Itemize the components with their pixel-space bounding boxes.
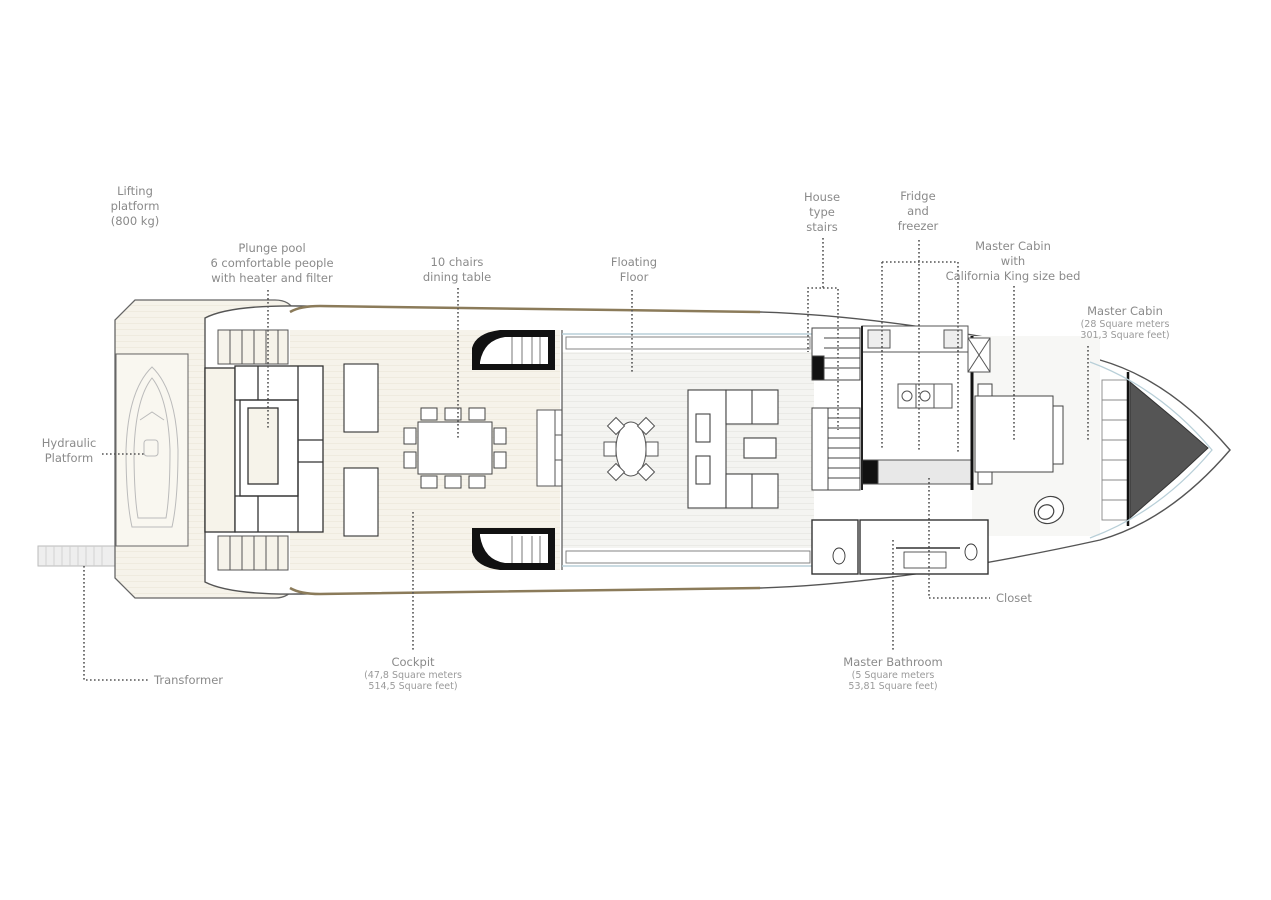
label-sub: 514,5 Square feet)	[368, 681, 458, 692]
label-sub: (5 Square meters	[851, 670, 935, 681]
aft-stairs-port	[472, 330, 555, 370]
armchair	[1033, 495, 1065, 525]
label-sub: 53,81 Square feet)	[848, 681, 938, 692]
label-line: Transformer	[154, 673, 224, 687]
california-king-bed	[974, 383, 1064, 485]
label-line: freezer	[897, 219, 939, 233]
label-line: with	[1000, 254, 1026, 268]
dining-table	[403, 407, 507, 489]
label-line: Closet	[996, 591, 1032, 605]
label-floating-floor: Floating Floor	[611, 255, 657, 285]
label-line: (800 kg)	[110, 214, 160, 228]
label-lifting-platform: Lifting platform (800 kg)	[111, 184, 160, 229]
leader-lines	[83, 238, 1089, 681]
label-sub: (47,8 Square meters	[364, 670, 462, 681]
label-master-bathroom: Master Bathroom (5 Square meters 53,81 S…	[843, 655, 942, 692]
label-line: Plunge pool	[238, 241, 306, 255]
galley	[861, 325, 973, 485]
hydraulic-platform	[115, 353, 189, 547]
label-sub: 301,3 Square feet)	[1080, 330, 1170, 341]
label-closet: Closet	[996, 591, 1032, 606]
label-master-cabin-bed: Master Cabin with California King size b…	[946, 239, 1081, 284]
label-dining-table: 10 chairs dining table	[423, 255, 491, 285]
label-line: Lifting	[117, 184, 153, 198]
forepeak	[1129, 380, 1209, 520]
label-line: with heater and filter	[211, 271, 333, 285]
label-cockpit: Cockpit (47,8 Square meters 514,5 Square…	[364, 655, 462, 692]
label-title: Master Bathroom	[843, 655, 943, 669]
label-fridge-freezer: Fridge and freezer	[898, 189, 939, 234]
transformer-gangway	[37, 545, 117, 567]
label-line: 6 comfortable people	[210, 256, 334, 270]
label-plunge-pool: Plunge pool 6 comfortable people with he…	[210, 241, 333, 286]
label-line: 10 chairs	[430, 255, 484, 269]
label-line: Platform	[44, 451, 94, 465]
label-line: Master Cabin	[975, 239, 1051, 253]
label-line: Floor	[619, 270, 649, 284]
label-line: dining table	[422, 270, 492, 284]
label-line: type	[809, 205, 835, 219]
wardrobe	[967, 337, 991, 373]
label-line: stairs	[806, 220, 838, 234]
label-line: and	[907, 204, 929, 218]
aft-stairs-starboard	[472, 528, 555, 570]
tender-boat	[125, 366, 179, 528]
salon-oval-table	[603, 416, 659, 482]
label-title: Master Cabin	[1087, 304, 1163, 318]
sun-loungers	[343, 363, 379, 537]
label-line: Floating	[610, 255, 658, 269]
label-house-type-stairs: House type stairs	[804, 190, 840, 235]
master-bathroom	[811, 519, 989, 575]
salon-side-windows	[565, 336, 811, 564]
label-master-cabin-area: Master Cabin (28 Square meters 301,3 Squ…	[1080, 304, 1169, 341]
label-line: platform	[110, 199, 160, 213]
label-line: Hydraulic	[41, 436, 97, 450]
label-line: House	[803, 190, 841, 204]
label-transformer: Transformer	[154, 673, 223, 688]
house-type-stairs	[811, 327, 861, 491]
bow-bench	[1101, 379, 1129, 521]
label-line: California King size bed	[945, 269, 1081, 283]
label-hydraulic-platform: Hydraulic Platform	[42, 436, 97, 466]
aft-steps	[217, 329, 289, 571]
label-title: Cockpit	[391, 655, 435, 669]
plunge-pool	[204, 365, 324, 533]
label-sub: (28 Square meters	[1080, 319, 1170, 330]
label-line: Fridge	[900, 189, 936, 203]
salon-sofa	[687, 389, 779, 509]
